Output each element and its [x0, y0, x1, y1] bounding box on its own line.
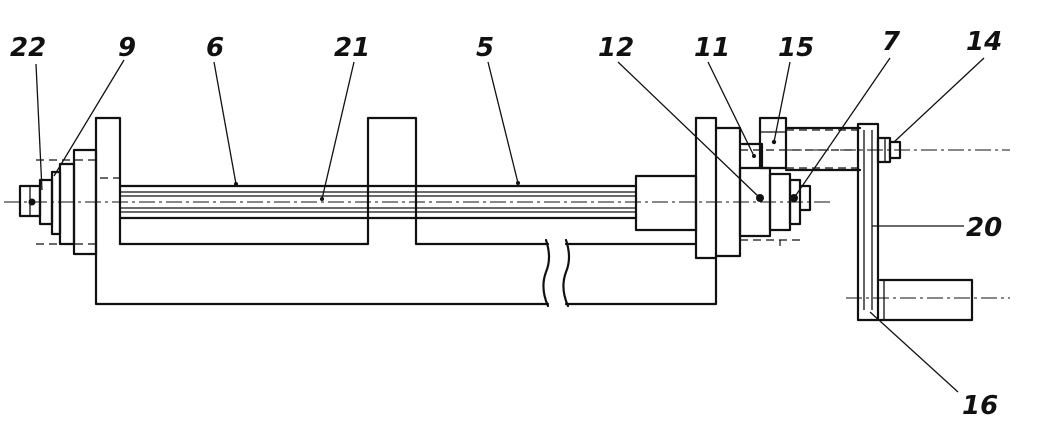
label-12: 12: [598, 33, 634, 63]
label-21: 21: [334, 33, 370, 63]
leader-lines: [35, 57, 985, 393]
label-7: 7: [882, 27, 901, 57]
right-clamp-block: [634, 174, 698, 232]
right-hub-assembly: [738, 116, 862, 246]
label-22: 22: [10, 33, 46, 63]
center-lines: [4, 149, 1010, 299]
part-labels: 22 9 6 21 5 12 11 15 7 14 20 16: [10, 27, 1002, 421]
label-5: 5: [476, 33, 494, 63]
label-9: 9: [118, 33, 136, 63]
label-20: 20: [966, 213, 1002, 243]
label-14: 14: [966, 27, 1002, 57]
label-15: 15: [778, 33, 814, 63]
right-post: [694, 116, 742, 260]
shaft-assembly: [118, 181, 638, 220]
crank-handle: [878, 278, 974, 322]
left-bearing-stack: [18, 148, 120, 256]
label-6: 6: [206, 33, 224, 63]
base-frame: [94, 116, 718, 308]
label-16: 16: [962, 391, 998, 421]
label-11: 11: [694, 33, 730, 63]
crank-arm: [856, 122, 902, 322]
